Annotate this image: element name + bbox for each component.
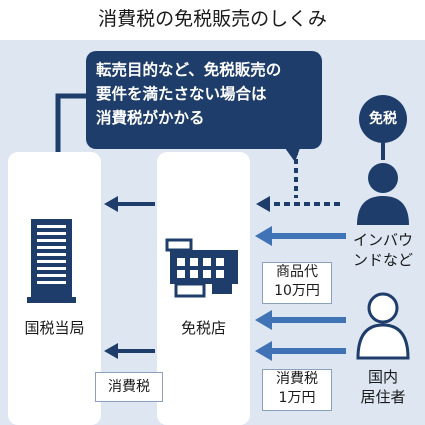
tax-office-label: 国税当局 <box>24 319 85 337</box>
domestic-label-line-1: 国内 <box>367 368 398 386</box>
duty-free-badge: 免税 <box>359 95 407 143</box>
arrow-shop-to-tax-bottom-head <box>104 343 118 359</box>
domestic-person-icon <box>356 292 410 360</box>
inbound-label-line-1: インバウ <box>352 231 413 249</box>
shop-icon <box>165 238 238 298</box>
diagram-title: 消費税の免税販売のしくみ <box>98 8 327 30</box>
inbound-label-line-2: ンドなど <box>352 251 413 269</box>
domestic-label: 国内 居住者 <box>348 367 418 407</box>
arrow-domestic-price-head <box>255 310 272 330</box>
speech-bubble <box>86 51 322 149</box>
tax-amount-tag: 消費税 1万円 <box>262 369 332 411</box>
bubble-line-1: 転売目的など、免税販売の <box>96 61 282 79</box>
price-tag-line-2: 10万円 <box>274 283 320 299</box>
inbound-label: インバウ ンドなど <box>343 230 423 270</box>
price-tag-line-1: 商品代 <box>276 264 318 280</box>
domestic-label-line-2: 居住者 <box>360 388 406 406</box>
inbound-person-icon <box>357 163 409 225</box>
bubble-connector-left <box>55 93 86 152</box>
bubble-line-2: 要件を満たさない場合は <box>96 85 267 103</box>
office-building-icon <box>27 219 76 303</box>
arrow-domestic-tax-head <box>255 341 272 361</box>
bubble-text: 転売目的など、免税販売の 要件を満たさない場合は 消費税がかかる <box>96 58 316 130</box>
arrow-inbound-payment-head <box>255 226 272 246</box>
tax-amount-tag-line-2: 1万円 <box>278 390 316 406</box>
tax-amount-tag-line-1: 消費税 <box>276 371 318 387</box>
consumption-tax-tag: 消費税 <box>95 372 163 402</box>
arrow-shop-to-tax-top-head <box>104 196 118 212</box>
duty-free-shop-label: 免税店 <box>180 319 226 337</box>
arrow-inbound-to-shop-dashed-head <box>256 196 270 212</box>
bubble-line-3: 消費税がかかる <box>96 109 205 127</box>
price-tag: 商品代 10万円 <box>262 262 332 304</box>
